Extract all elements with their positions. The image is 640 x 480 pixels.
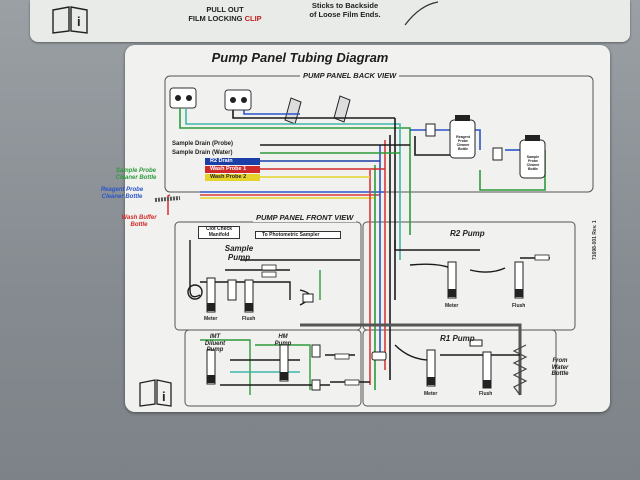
r2-drain-tag (205, 158, 260, 165)
reagent-bottle-inner-label: Reagent Probe Cleaner Bottle (456, 135, 470, 151)
sticker-drawing (404, 1, 439, 26)
diagram-title: Pump Panel Tubing Diagram (211, 50, 389, 65)
back-connector-left (169, 87, 197, 109)
back-view-title: PUMP PANEL BACK VIEW (300, 71, 400, 80)
sample-flush-label: Flush (242, 316, 256, 322)
r1-pump-title: R1 Pump (440, 334, 475, 343)
sample-probe-cleaner-bottle-drawing (519, 135, 546, 179)
sample-pump-title: Sample Pump (224, 244, 254, 262)
film-line2: FILM LOCKING (188, 13, 243, 23)
info-book-icon: i (52, 6, 88, 34)
sticks-line1: Sticks to Backside (311, 1, 379, 10)
film-clip: CLIP (244, 13, 262, 23)
wash-probe-1-label: Wash Probe 1 (210, 166, 247, 172)
pump-bodies (206, 261, 524, 391)
sticks-line2: of Loose Film Ends. (309, 9, 381, 19)
reagent-probe-cleaner-bottle-drawing (449, 115, 476, 159)
sample-drain-probe-label: Sample Drain (Probe) (172, 141, 234, 147)
to-photometric-sampler-label: To Photometric Sampler (255, 231, 341, 239)
sample-drain-water-label: Sample Drain (Water) (172, 150, 233, 156)
water-bottle-hose (512, 344, 528, 396)
svg-text:i: i (77, 14, 81, 29)
info-book-icon: i (139, 379, 172, 407)
clot-check-manifold-label: Clot Check Manifold (198, 226, 240, 239)
bulkhead-fittings (284, 95, 351, 125)
sample-probe-cleaner-bottle-label: Sample Probe Cleaner Bottle (115, 168, 157, 181)
r1-flush-label: Flush (479, 391, 493, 397)
sticks-note: Sticks to Backside of Loose Film Ends. (300, 1, 390, 19)
sample-bottle-inner-label: Sample Probe Cleaner Bottle (526, 155, 540, 171)
film-line1: PULL OUT (206, 5, 244, 14)
top-instruction-sticker: i PULL OUT FILM LOCKING CLIP Sticks to B… (30, 0, 630, 42)
reagent-probe-cleaner-bottle-label: Reagent Probe Cleaner Bottle (100, 187, 144, 200)
r2-meter-label: Meter (445, 303, 459, 309)
imt-diluent-pump-title: IMT Diluent Pump (204, 334, 226, 353)
r2-pump-title: R2 Pump (450, 229, 485, 238)
wash-probe-2-label: Wash Probe 2 (210, 174, 247, 180)
from-water-bottle-label: From Water Bottle (551, 358, 569, 377)
svg-text:i: i (162, 389, 166, 404)
part-number: 71698-001 Rev. 1 (592, 220, 598, 260)
wash-probe-2-tag (205, 174, 260, 181)
front-view-title: PUMP PANEL FRONT VIEW (253, 213, 357, 222)
back-view-tubes (167, 108, 546, 390)
hm-pump-title: HM Pump (274, 334, 292, 347)
back-connector-right (224, 89, 252, 111)
wash-buffer-bottle-label: Wash Buffer Bottle (121, 215, 157, 228)
film-locking-note: PULL OUT FILM LOCKING CLIP (185, 5, 265, 23)
r2-drain-label: R2 Drain (210, 158, 233, 164)
wash-probe-1-tag (205, 166, 260, 173)
sample-meter-label: Meter (204, 316, 218, 322)
r2-flush-label: Flush (512, 303, 526, 309)
r1-meter-label: Meter (424, 391, 438, 397)
